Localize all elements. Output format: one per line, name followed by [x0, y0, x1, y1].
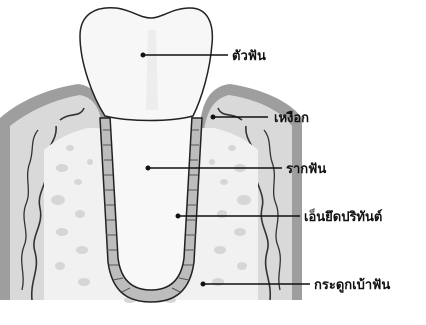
- label-bone: กระดูกเบ้าฟัน: [314, 277, 390, 293]
- label-ligament: เอ็นยึดปริทันต์: [304, 207, 382, 225]
- leader-ligament-dot: [176, 214, 181, 219]
- leader-crown-dot: [141, 53, 146, 58]
- leader-root-dot: [146, 166, 151, 171]
- leader-bone-dot: [201, 282, 206, 287]
- label-crown: ตัวฟัน: [232, 49, 266, 64]
- label-gum: เหงือก: [274, 110, 309, 126]
- leader-gum-dot: [211, 115, 216, 120]
- label-root: รากฟัน: [286, 162, 326, 177]
- crown-highlight: [146, 30, 158, 110]
- tooth-root: [110, 116, 192, 290]
